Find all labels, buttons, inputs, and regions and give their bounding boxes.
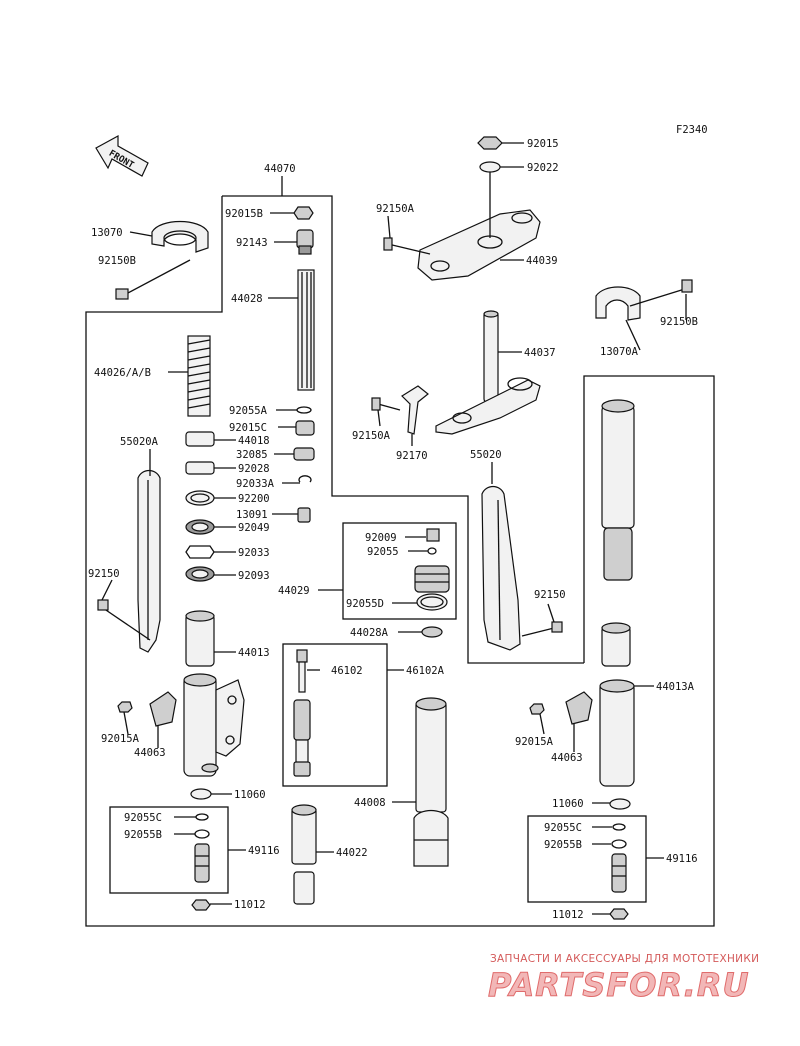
label-92009: 92009	[365, 532, 397, 544]
label-44013: 44013	[238, 647, 270, 659]
label-92150a-top: 92150A	[376, 203, 415, 215]
nut-92015b-shape	[293, 206, 314, 220]
label-11060-left: 11060	[234, 789, 266, 801]
clamp-13070-shape	[151, 221, 209, 253]
label-92028: 92028	[238, 463, 270, 475]
outline-boxes	[85, 195, 715, 927]
label-44026: 44026/A/B	[94, 367, 151, 379]
spring-44026-shape	[187, 335, 211, 417]
label-46102a: 46102A	[406, 665, 445, 677]
label-44029: 44029	[278, 585, 310, 597]
fork-guard-55020-shape	[481, 485, 521, 651]
label-92049: 92049	[238, 522, 270, 534]
label-92150-right: 92150	[534, 589, 566, 601]
label-92015: 92015	[527, 138, 559, 150]
label-44063-right: 44063	[551, 752, 583, 764]
inner-tube-44008-shape	[413, 697, 449, 867]
label-44070: 44070	[264, 163, 296, 175]
outer-tube-right-shape	[601, 399, 635, 581]
label-92055b-right: 92055B	[544, 839, 582, 851]
label-44028a: 44028A	[350, 627, 389, 639]
label-92055d: 92055D	[346, 598, 384, 610]
label-92143: 92143	[236, 237, 268, 249]
label-13091: 13091	[236, 509, 268, 521]
watermark: ЗАПЧАСТИ И АКСЕССУАРЫ ДЛЯ МОТОТЕХНИКИ PA…	[488, 953, 759, 1005]
upper-bracket-44039-shape	[417, 172, 541, 281]
label-55020: 55020	[470, 449, 502, 461]
front-arrow: FRONT	[95, 134, 149, 177]
figure-code: F2340	[676, 124, 708, 136]
label-92150a-mid: 92150A	[352, 430, 391, 442]
label-44008: 44008	[354, 797, 386, 809]
label-92170: 92170	[396, 450, 428, 462]
label-13070: 13070	[91, 227, 123, 239]
label-92055c-right: 92055C	[544, 822, 582, 834]
watermark-brand: PARTSFOR.RU	[488, 966, 749, 1004]
label-49116-right: 49116	[666, 853, 698, 865]
label-44039: 44039	[526, 255, 558, 267]
label-44022: 44022	[336, 847, 368, 859]
label-92093: 92093	[238, 570, 270, 582]
label-92055c-left: 92055C	[124, 812, 162, 824]
label-92200: 92200	[238, 493, 270, 505]
label-92033: 92033	[238, 547, 270, 559]
label-92150-left: 92150	[88, 568, 120, 580]
label-44063-left: 44063	[134, 747, 166, 759]
label-92150b-left: 92150B	[98, 255, 136, 267]
outer-tube-44013-shape	[183, 610, 245, 777]
label-92055b-left: 92055B	[124, 829, 162, 841]
label-49116-left: 49116	[248, 845, 280, 857]
label-92022: 92022	[527, 162, 559, 174]
label-92055: 92055	[367, 546, 399, 558]
label-92150b-right: 92150B	[660, 316, 698, 328]
label-11012-left: 11012	[234, 899, 266, 911]
label-44013a: 44013A	[656, 681, 695, 693]
outer-tube-44013a-shape	[599, 622, 635, 787]
label-92033a: 92033A	[236, 478, 275, 490]
label-92015c: 92015C	[229, 422, 267, 434]
label-44018: 44018	[238, 435, 270, 447]
label-92055a: 92055A	[229, 405, 268, 417]
label-13070a: 13070A	[600, 346, 639, 358]
label-55020a: 55020A	[120, 436, 159, 448]
label-46102: 46102	[331, 665, 363, 677]
steering-stem-44037-shape	[435, 310, 541, 435]
label-92015a-left: 92015A	[101, 733, 140, 745]
fork-guard-55020a-shape	[137, 469, 161, 653]
label-92015a-right: 92015A	[515, 736, 554, 748]
label-44037: 44037	[524, 347, 556, 359]
watermark-subtitle: ЗАПЧАСТИ И АКСЕССУАРЫ ДЛЯ МОТОТЕХНИКИ	[490, 953, 759, 965]
part-labels: 44070 92015B 92143 44028 13070 92150B 44…	[88, 138, 698, 921]
label-92015b: 92015B	[225, 208, 263, 220]
leader-lines	[101, 142, 687, 915]
label-11012-right: 11012	[552, 909, 584, 921]
label-32085: 32085	[236, 449, 268, 461]
label-11060-right: 11060	[552, 798, 584, 810]
label-44028: 44028	[231, 293, 263, 305]
